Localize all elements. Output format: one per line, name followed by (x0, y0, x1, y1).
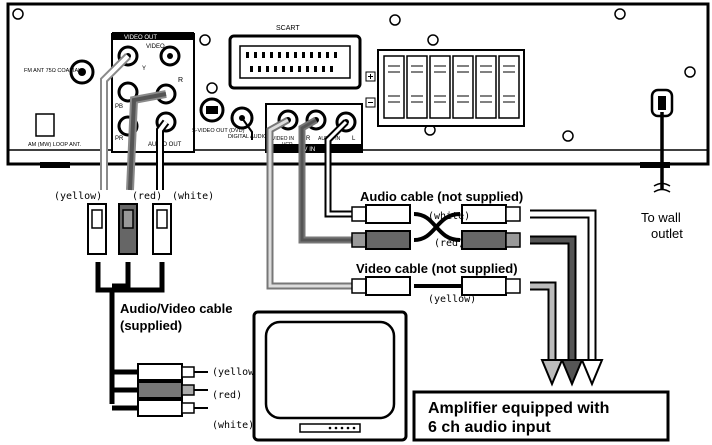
audio-cable-label: Audio cable (not supplied) (360, 189, 523, 204)
white-label-audio: (white) (428, 211, 470, 222)
amplifier-label-2: 6 ch audio input (428, 419, 551, 436)
pr-label: PR (115, 136, 124, 142)
am-ant-label: AM (MW) LOOP ANT. (28, 142, 82, 148)
video-cable-label: Video cable (not supplied) (356, 261, 518, 276)
r-label-in: R (306, 136, 311, 142)
av-cable-label-1: Audio/Video cable (120, 301, 232, 316)
audio-cable-plugs (351, 204, 521, 250)
video-in-label: VIDEO IN (272, 136, 294, 142)
arrow-down-icon (540, 359, 604, 387)
av-cable-plugs-top (87, 203, 172, 255)
yellow-label-bottom: (yellow) (212, 367, 260, 378)
svideo-out-label: S-VIDEO OUT (DVD) (192, 128, 245, 134)
plus-minus-icon (365, 71, 376, 108)
red-label-top: (red) (132, 191, 162, 202)
video-label: VIDEO (146, 44, 165, 50)
fm-antenna-connector (69, 59, 95, 85)
amplifier-box (412, 390, 670, 442)
digital-audio-cable (241, 117, 253, 140)
yellow-label-video: (yellow) (428, 294, 476, 305)
av-cable-supplied (95, 53, 170, 411)
scart-label: SCART (276, 25, 300, 32)
svideo-out-jack (199, 97, 225, 123)
red-label-bottom: (red) (212, 390, 242, 401)
unit-back-panel: FM ANT 75Ω COAXIAL AM (MW) LOOP ANT. VID… (6, 2, 710, 168)
fm-ant-label: FM ANT 75Ω COAXIAL (24, 68, 81, 74)
power-cord (653, 112, 671, 193)
y-label: Y (142, 66, 146, 72)
red-label-audio: (red) (434, 238, 464, 249)
vcr-label: VCR (282, 142, 293, 148)
audio-out-label: AUDIO OUT (148, 142, 182, 148)
video-out-title: VIDEO OUT (124, 35, 157, 41)
white-label-bottom: (white) (212, 420, 254, 431)
speaker-terminals (377, 49, 525, 127)
to-wall-outlet-label-2: outlet (651, 226, 683, 241)
scart-connector (228, 34, 362, 90)
av-cable-plugs-bottom (137, 363, 208, 417)
power-inlet (650, 88, 674, 118)
audio-cable-not-supplied (298, 116, 597, 360)
av-cable-label-2: (supplied) (120, 318, 182, 333)
white-label-top: (white) (172, 191, 214, 202)
video-cable-not-supplied (266, 116, 557, 360)
am-antenna-terminal (35, 113, 55, 137)
video-cable-plugs (351, 276, 521, 296)
yellow-label-top: (yellow) (54, 191, 102, 202)
to-wall-outlet-label-1: To wall (641, 210, 681, 225)
amplifier-label-1: Amplifier equipped with (428, 400, 609, 417)
av-in-label: AV IN (300, 147, 315, 153)
pb-label: PB (115, 104, 123, 110)
tv-icon (252, 310, 408, 442)
r-label-out: R (178, 77, 183, 84)
digital-audio-out-label: DIGITAL AUDIO OUT (228, 134, 281, 140)
l-label-in: L (352, 136, 356, 142)
